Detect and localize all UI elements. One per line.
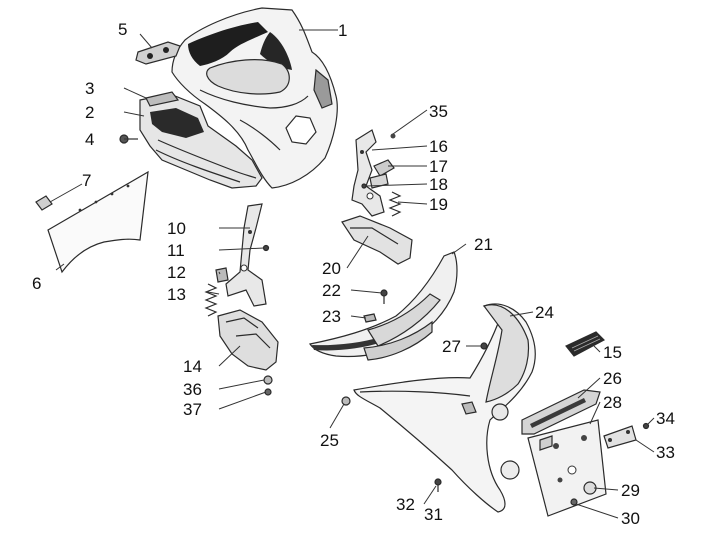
callout-34: 34 bbox=[656, 409, 675, 428]
panel-part-6 bbox=[47, 170, 149, 274]
callout-15: 15 bbox=[603, 343, 622, 362]
callout-37: 37 bbox=[183, 400, 202, 419]
callout-10: 10 bbox=[167, 219, 186, 238]
callout-35: 35 bbox=[429, 102, 448, 121]
reflector-part-26 bbox=[521, 389, 601, 435]
callout-5: 5 bbox=[118, 20, 127, 39]
callout-24: 24 bbox=[535, 303, 554, 322]
callout-labels: 1 2 3 4 5 6 7 10 11 12 13 14 36 37 35 16… bbox=[32, 20, 675, 528]
bracket-cover-part-14 bbox=[217, 309, 279, 371]
callout-36: 36 bbox=[183, 380, 202, 399]
screw-parts-31-32 bbox=[434, 478, 442, 492]
callout-23: 23 bbox=[322, 307, 341, 326]
callout-11: 11 bbox=[167, 241, 185, 260]
license-plate-holder bbox=[527, 419, 607, 517]
leader-lines bbox=[49, 29, 655, 519]
callout-2: 2 bbox=[85, 103, 94, 122]
rear-body-part-24 bbox=[353, 303, 536, 513]
callout-20: 20 bbox=[322, 259, 341, 278]
nut-parts-36-37 bbox=[263, 375, 273, 396]
clip-part-7 bbox=[35, 195, 53, 211]
callout-13: 13 bbox=[167, 285, 186, 304]
callout-33: 33 bbox=[656, 443, 675, 462]
screw-part-25 bbox=[341, 396, 351, 406]
callout-31: 31 bbox=[424, 505, 443, 524]
cover-part-20 bbox=[341, 215, 413, 265]
screw-part-4 bbox=[119, 134, 138, 144]
callout-21: 21 bbox=[474, 235, 493, 254]
screws-parts-22-23 bbox=[363, 289, 388, 323]
front-shield-cover bbox=[171, 7, 338, 189]
left-bracket-assembly bbox=[204, 203, 270, 317]
clip-part-5 bbox=[135, 41, 181, 65]
callout-25: 25 bbox=[320, 431, 339, 450]
grille-part-15 bbox=[565, 331, 605, 357]
callout-12: 12 bbox=[167, 263, 186, 282]
callout-19: 19 bbox=[429, 195, 448, 214]
callout-14: 14 bbox=[183, 357, 202, 376]
callout-17: 17 bbox=[429, 157, 448, 176]
inner-cover-frame bbox=[139, 91, 263, 189]
callout-32: 32 bbox=[396, 495, 415, 514]
callout-29: 29 bbox=[621, 481, 640, 500]
cover-part-21 bbox=[309, 251, 458, 361]
callout-16: 16 bbox=[429, 137, 448, 156]
callout-18: 18 bbox=[429, 175, 448, 194]
callout-4: 4 bbox=[85, 130, 94, 149]
callout-27: 27 bbox=[442, 337, 461, 356]
callout-30: 30 bbox=[621, 509, 640, 528]
callout-28: 28 bbox=[603, 393, 622, 412]
callout-22: 22 bbox=[322, 281, 341, 300]
right-bracket-assembly bbox=[351, 129, 402, 217]
callout-6: 6 bbox=[32, 274, 41, 293]
callout-7: 7 bbox=[82, 171, 91, 190]
callout-1: 1 bbox=[338, 21, 347, 40]
callout-3: 3 bbox=[85, 79, 94, 98]
callout-26: 26 bbox=[603, 369, 622, 388]
